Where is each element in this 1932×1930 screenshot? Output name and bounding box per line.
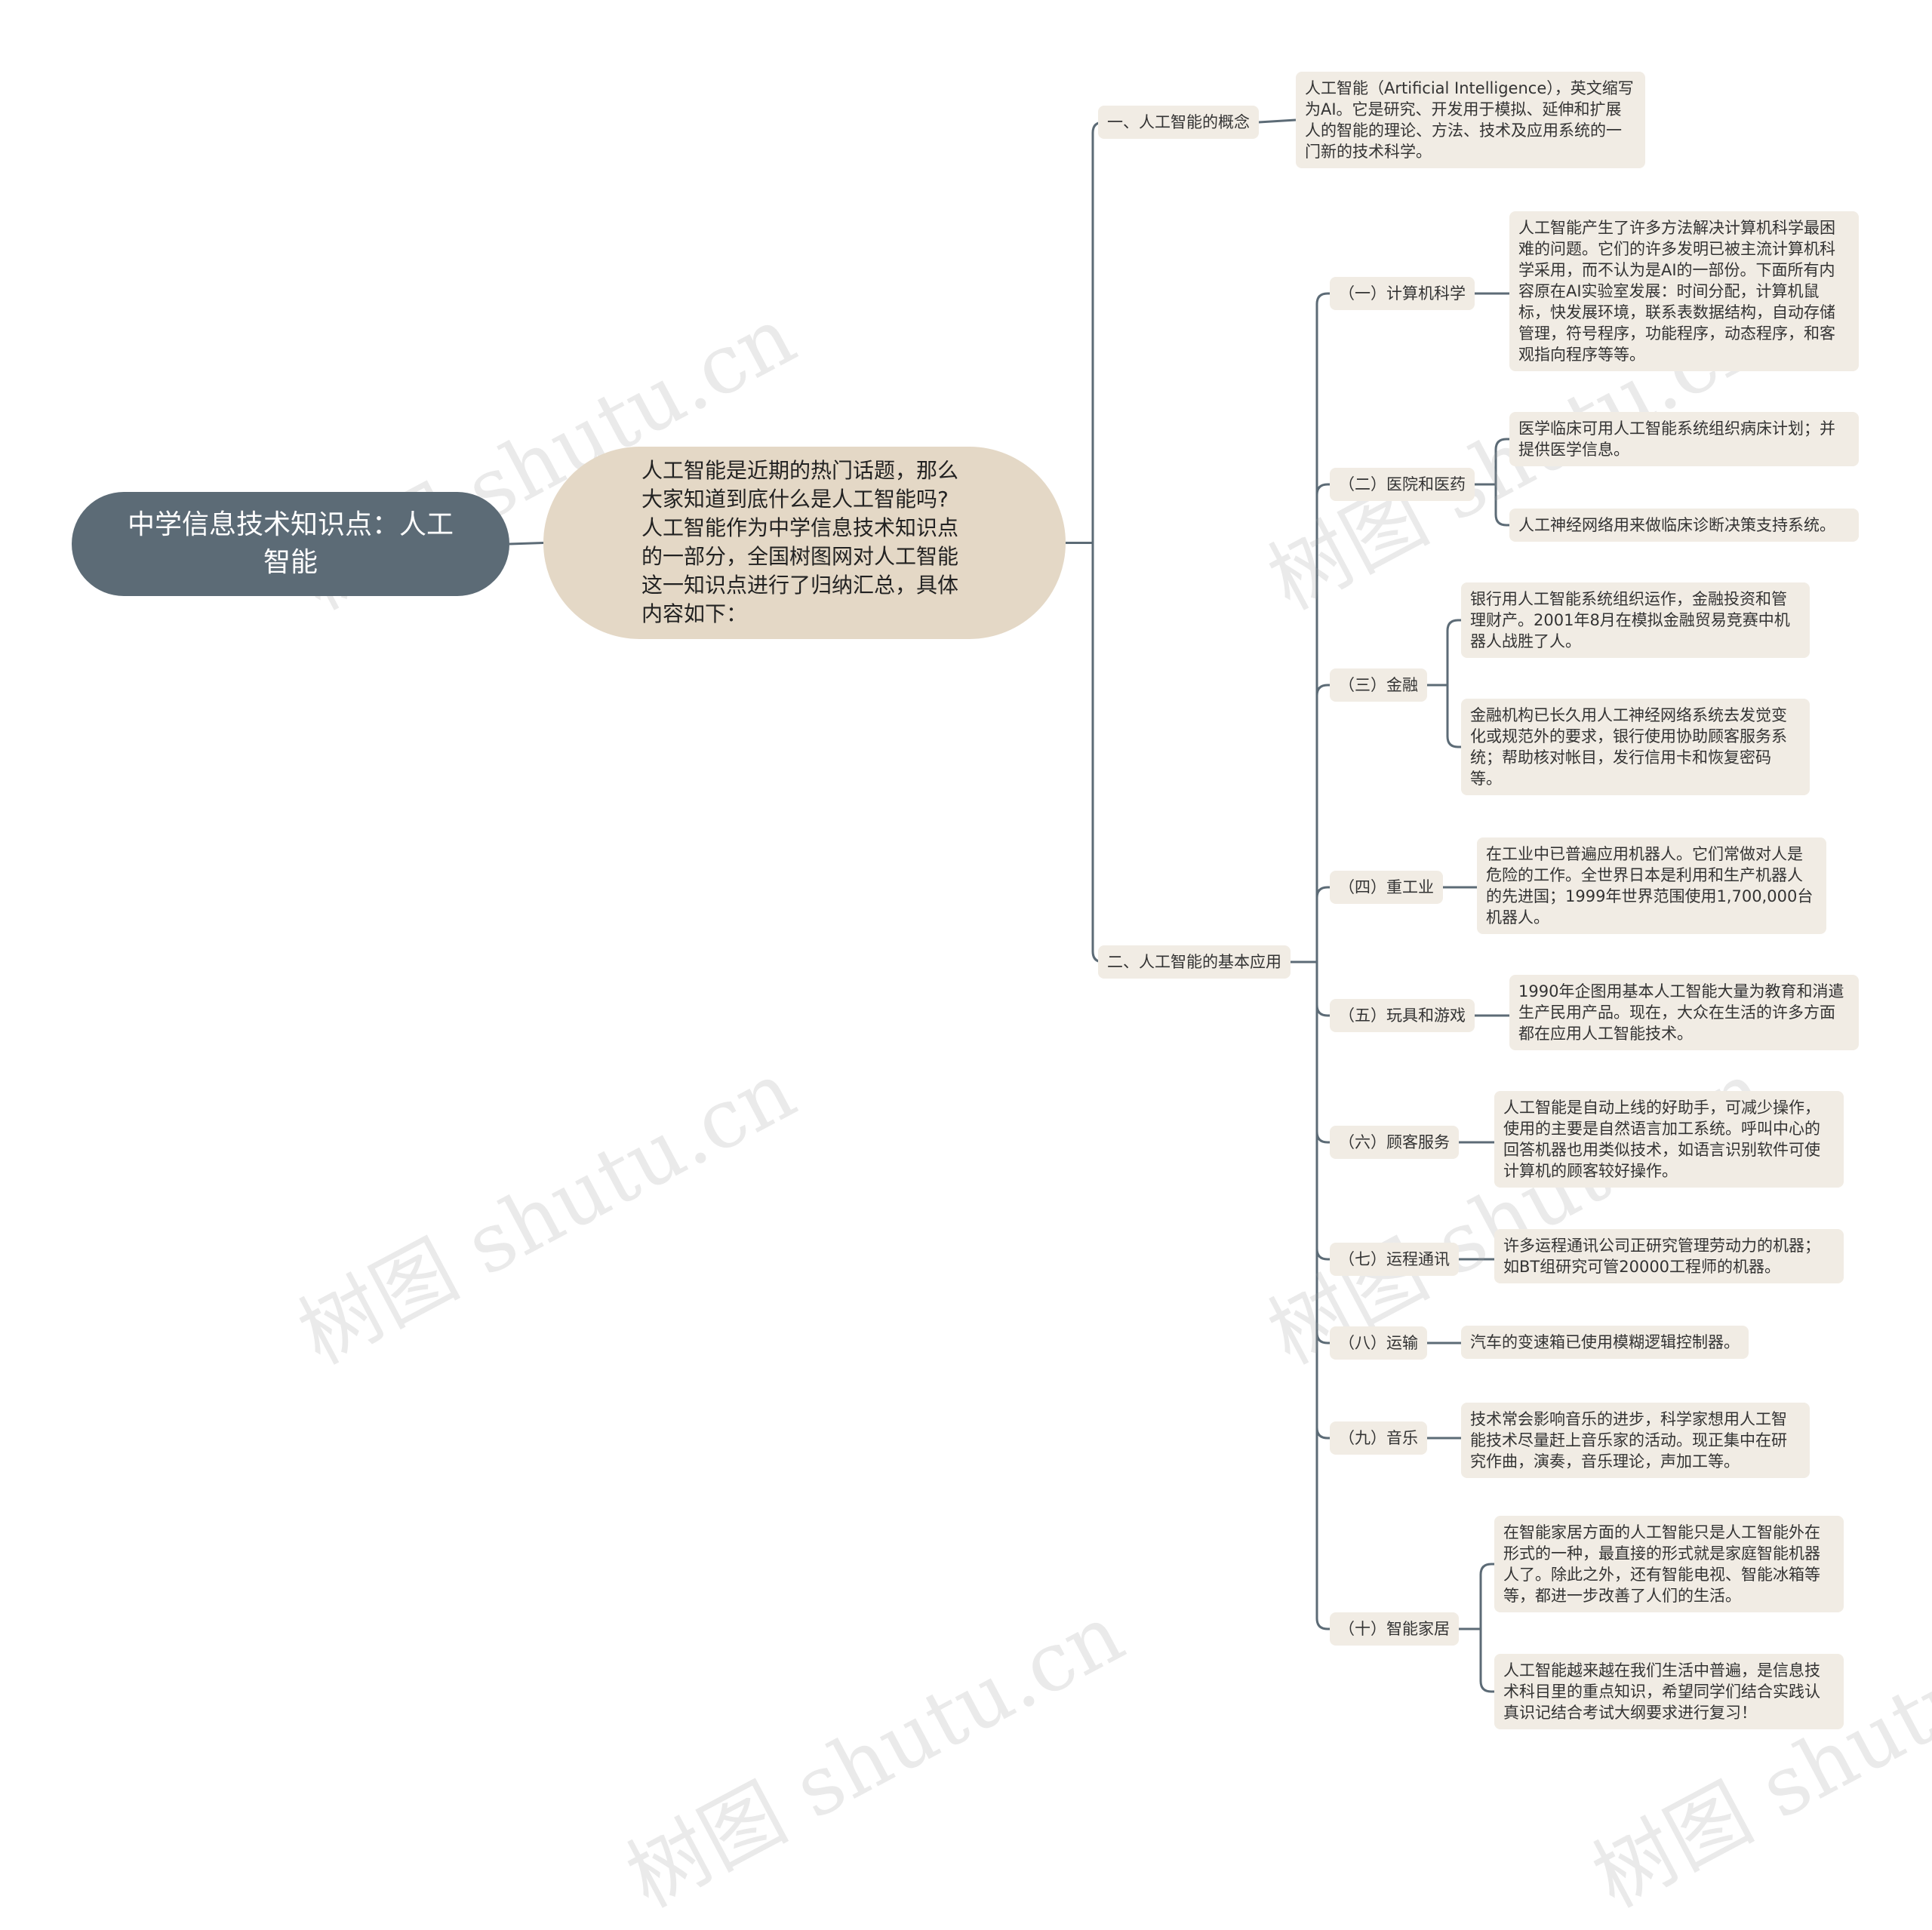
intro-text: 人工智能是近期的热门话题，那么大家知道到底什么是人工智能吗?人工智能作为中学信息… bbox=[641, 458, 959, 626]
detail-finance-1[interactable]: 银行用人工智能系统组织运作，金融投资和管理财产。2001年8月在模拟金融贸易竞赛… bbox=[1461, 582, 1810, 658]
connector-line bbox=[1315, 483, 1330, 962]
concept-description-text: 人工智能（Artificial Intelligence），英文缩写为AI。它是… bbox=[1305, 79, 1634, 161]
connector-line bbox=[1315, 684, 1330, 962]
detail-text: 1990年企图用基本人工智能大量为教育和消遣生产民用产品。现在，大众在生活的许多… bbox=[1518, 982, 1844, 1043]
connector-line bbox=[1315, 962, 1330, 1345]
connector-line bbox=[1315, 962, 1330, 1630]
detail-heavy-industry[interactable]: 在工业中已普遍应用机器人。它们常做对人是危险的工作。全世界日本是利用和生产机器人… bbox=[1477, 837, 1826, 934]
app-computer-science[interactable]: （一）计算机科学 bbox=[1330, 277, 1475, 310]
app-finance[interactable]: （三）金融 bbox=[1330, 668, 1427, 702]
detail-transport[interactable]: 汽车的变速箱已使用模糊逻辑控制器。 bbox=[1461, 1326, 1749, 1359]
detail-text: 银行用人工智能系统组织运作，金融投资和管理财产。2001年8月在模拟金融贸易竞赛… bbox=[1470, 590, 1790, 650]
detail-telecom[interactable]: 许多运程通讯公司正研究管理劳动力的机器；如BT组研究可管20000工程师的机器。 bbox=[1494, 1229, 1844, 1283]
section-concept-label: 一、人工智能的概念 bbox=[1107, 113, 1250, 131]
section-concept[interactable]: 一、人工智能的概念 bbox=[1098, 106, 1259, 139]
detail-smart-home-2[interactable]: 人工智能越来越在我们生活中普遍，是信息技术科目里的重点知识，希望同学们结合实践认… bbox=[1494, 1654, 1844, 1729]
detail-text: 人工智能是自动上线的好助手，可减少操作，使用的主要是自然语言加工系统。呼叫中心的… bbox=[1503, 1099, 1820, 1180]
app-label: （六）顾客服务 bbox=[1339, 1133, 1450, 1151]
detail-music[interactable]: 技术常会影响音乐的进步，科学家想用人工智能技术尽量赶上音乐家的活动。现正集中在研… bbox=[1461, 1403, 1810, 1478]
connector-line bbox=[1315, 886, 1330, 962]
detail-customer-service[interactable]: 人工智能是自动上线的好助手，可减少操作，使用的主要是自然语言加工系统。呼叫中心的… bbox=[1494, 1091, 1844, 1188]
section-applications[interactable]: 二、人工智能的基本应用 bbox=[1098, 945, 1291, 979]
app-transport[interactable]: （八）运输 bbox=[1330, 1326, 1427, 1360]
connector-line bbox=[1315, 962, 1330, 1144]
connector-line bbox=[509, 542, 544, 546]
intro-topic[interactable]: 人工智能是近期的热门话题，那么大家知道到底什么是人工智能吗?人工智能作为中学信息… bbox=[543, 447, 1066, 639]
connector-line bbox=[1479, 1563, 1494, 1629]
connector-line bbox=[1494, 484, 1509, 527]
detail-text: 在工业中已普遍应用机器人。它们常做对人是危险的工作。全世界日本是利用和生产机器人… bbox=[1486, 845, 1814, 927]
detail-text: 人工智能产生了许多方法解决计算机科学最困难的问题。它们的许多发明已被主流计算机科… bbox=[1518, 219, 1835, 364]
app-label: （五）玩具和游戏 bbox=[1339, 1006, 1466, 1025]
detail-text: 在智能家居方面的人工智能只是人工智能外在形式的一种，最直接的形式就是家庭智能机器… bbox=[1503, 1523, 1820, 1605]
app-label: （十）智能家居 bbox=[1339, 1620, 1450, 1638]
connector-line bbox=[1315, 962, 1330, 1440]
app-label: （八）运输 bbox=[1339, 1334, 1418, 1352]
app-medical[interactable]: （二）医院和医药 bbox=[1330, 468, 1475, 501]
app-customer-service[interactable]: （六）顾客服务 bbox=[1330, 1126, 1459, 1159]
root-title: 中学信息技术知识点：人工智能 bbox=[127, 509, 454, 578]
connector-line bbox=[1315, 292, 1330, 962]
app-smart-home[interactable]: （十）智能家居 bbox=[1330, 1612, 1459, 1646]
app-label: （一）计算机科学 bbox=[1339, 284, 1466, 303]
app-label: （九）音乐 bbox=[1339, 1429, 1418, 1447]
detail-text: 技术常会影响音乐的进步，科学家想用人工智能技术尽量赶上音乐家的活动。现正集中在研… bbox=[1470, 1410, 1787, 1471]
detail-text: 汽车的变速箱已使用模糊逻辑控制器。 bbox=[1470, 1333, 1740, 1351]
app-label: （二）医院和医药 bbox=[1339, 475, 1466, 493]
app-telecom[interactable]: （七）运程通讯 bbox=[1330, 1243, 1459, 1276]
connector-line bbox=[1258, 118, 1297, 124]
connector-lines bbox=[509, 118, 1509, 1693]
connector-line bbox=[1446, 619, 1461, 685]
connector-line bbox=[1494, 438, 1509, 484]
connector-line bbox=[1091, 121, 1104, 543]
app-label: （三）金融 bbox=[1339, 676, 1418, 694]
root-topic[interactable]: 中学信息技术知识点：人工智能 bbox=[72, 492, 509, 596]
detail-text: 人工神经网络用来做临床诊断决策支持系统。 bbox=[1518, 516, 1835, 534]
connector-line bbox=[1315, 962, 1330, 1261]
app-label: （四）重工业 bbox=[1339, 878, 1434, 896]
connector-line bbox=[1479, 1629, 1494, 1693]
detail-toys-games[interactable]: 1990年企图用基本人工智能大量为教育和消遣生产民用产品。现在，大众在生活的许多… bbox=[1509, 975, 1859, 1050]
detail-text: 许多运程通讯公司正研究管理劳动力的机器；如BT组研究可管20000工程师的机器。 bbox=[1503, 1237, 1820, 1276]
detail-smart-home-1[interactable]: 在智能家居方面的人工智能只是人工智能外在形式的一种，最直接的形式就是家庭智能机器… bbox=[1494, 1516, 1844, 1612]
mind-map-canvas: 树图 shutu.cn 树图 shutu.cn 树图 shutu.cn 树图 s… bbox=[72, 72, 1932, 1925]
section-applications-label: 二、人工智能的基本应用 bbox=[1107, 953, 1281, 971]
connector-line bbox=[1315, 962, 1330, 1017]
detail-medical-2[interactable]: 人工神经网络用来做临床诊断决策支持系统。 bbox=[1509, 509, 1859, 542]
detail-computer-science[interactable]: 人工智能产生了许多方法解决计算机科学最困难的问题。它们的许多发明已被主流计算机科… bbox=[1509, 211, 1859, 371]
detail-text: 金融机构已长久用人工神经网络系统去发觉变化或规范外的要求，银行使用协助顾客服务系… bbox=[1470, 706, 1787, 788]
app-heavy-industry[interactable]: （四）重工业 bbox=[1330, 871, 1443, 904]
detail-text: 人工智能越来越在我们生活中普遍，是信息技术科目里的重点知识，希望同学们结合实践认… bbox=[1503, 1661, 1820, 1722]
app-label: （七）运程通讯 bbox=[1339, 1250, 1450, 1268]
detail-finance-2[interactable]: 金融机构已长久用人工神经网络系统去发觉变化或规范外的要求，银行使用协助顾客服务系… bbox=[1461, 699, 1810, 795]
concept-description[interactable]: 人工智能（Artificial Intelligence），英文缩写为AI。它是… bbox=[1296, 72, 1645, 168]
app-music[interactable]: （九）音乐 bbox=[1330, 1421, 1427, 1455]
connector-line bbox=[1446, 685, 1461, 748]
app-toys-games[interactable]: （五）玩具和游戏 bbox=[1330, 999, 1475, 1032]
detail-text: 医学临床可用人工智能系统组织病床计划；并提供医学信息。 bbox=[1518, 419, 1835, 459]
connector-line bbox=[1091, 542, 1104, 963]
detail-medical-1[interactable]: 医学临床可用人工智能系统组织病床计划；并提供医学信息。 bbox=[1509, 412, 1859, 466]
